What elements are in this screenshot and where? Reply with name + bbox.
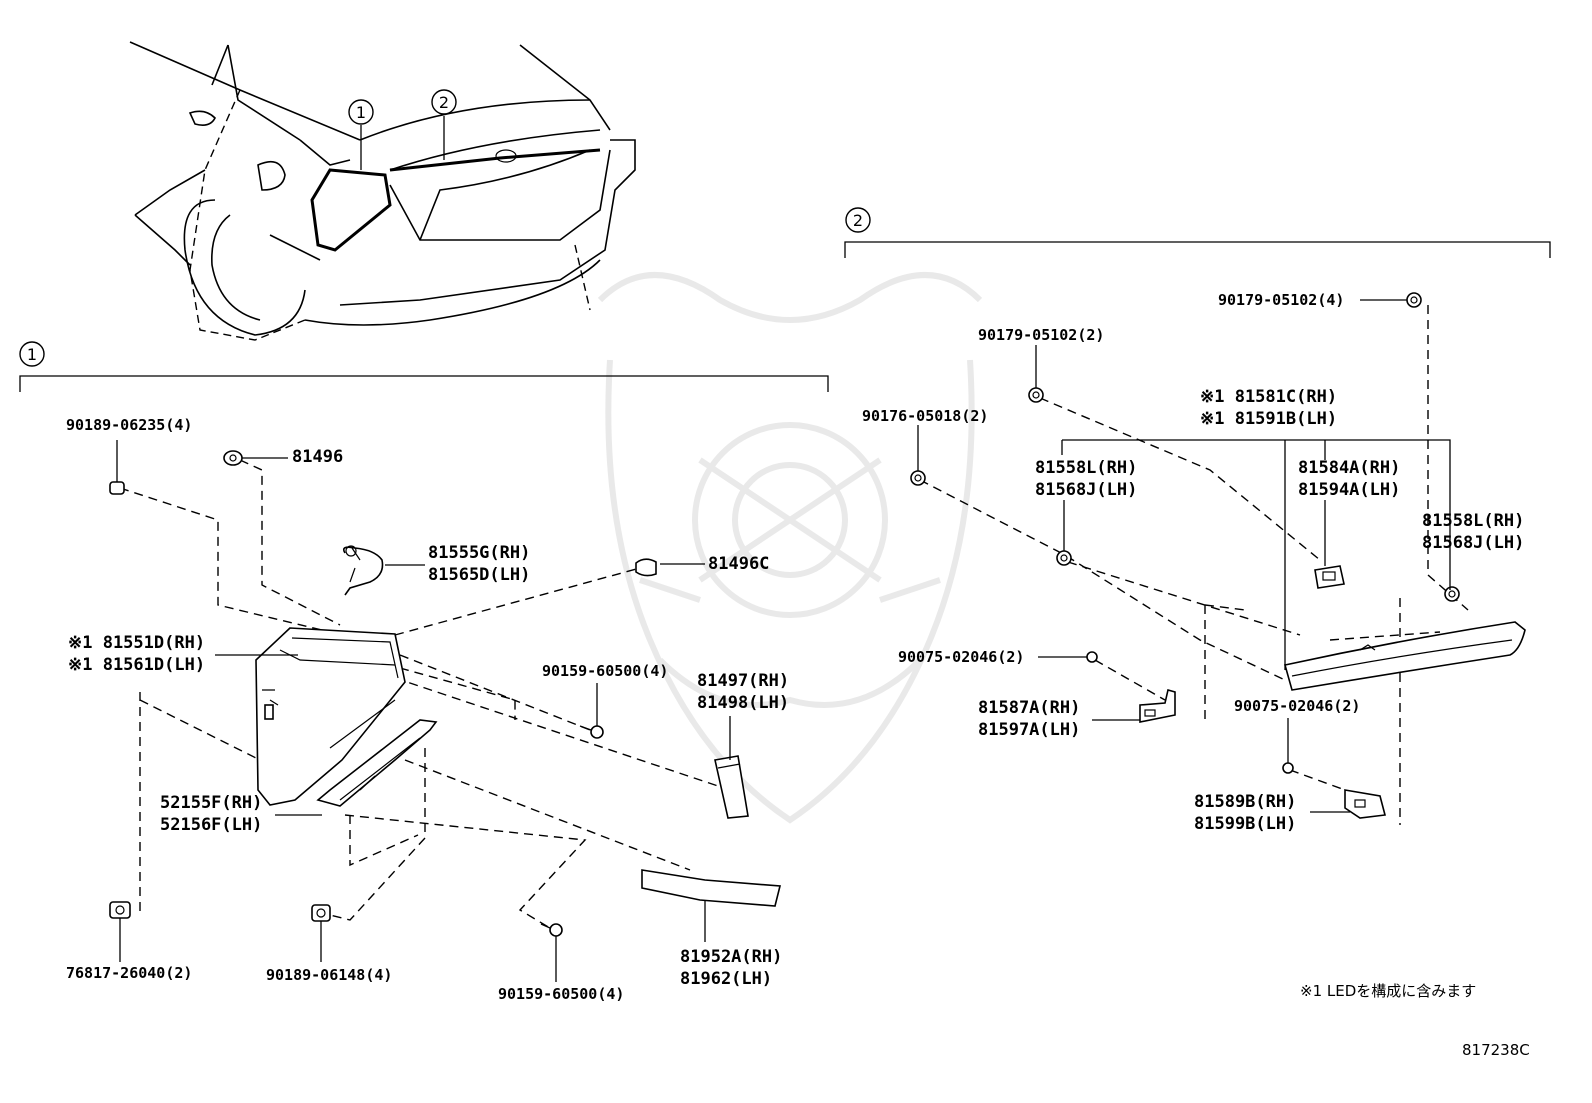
section-1-bracket (19, 375, 829, 392)
diagram-code: 817238C (1462, 1041, 1530, 1059)
label-81599B-lh: 81599B(LH) (1194, 814, 1296, 834)
label-81551D-rh: ※1 81551D(RH) (68, 633, 205, 653)
label-81962-lh: 81962(LH) (680, 969, 772, 989)
bracket-81587A (1139, 688, 1176, 723)
label-81568J-lh-right: 81568J(LH) (1422, 533, 1524, 553)
label-81594A-lh: 81594A(LH) (1298, 480, 1400, 500)
label-81584A-rh: 81584A(RH) (1298, 458, 1400, 478)
reflector-81952A (641, 869, 782, 907)
label-52155F-rh: 52155F(RH) (160, 793, 262, 813)
label-81496: 81496 (292, 447, 343, 467)
car-callout-2-number: 2 (439, 93, 449, 112)
bolt-90075-02046-right (1282, 762, 1294, 774)
bolt-90189-06235 (109, 470, 125, 495)
label-81558L-rh-right: 81558L(RH) (1422, 511, 1524, 531)
car-rear-illustration: 1 2 (129, 41, 636, 341)
car-callout-2 (431, 89, 457, 115)
car-callout-1-number: 1 (356, 103, 366, 122)
clip-90189-06148 (311, 904, 331, 922)
label-81568J-lh-left: 81568J(LH) (1035, 480, 1137, 500)
label-90189-06235: 90189-06235(4) (66, 416, 192, 434)
bolt-90075-02046-left (1086, 651, 1098, 663)
section-1-marker (19, 341, 45, 367)
section-2-bracket (844, 241, 1551, 258)
tail-lamp-81551D (255, 627, 406, 806)
clip-81496 (223, 450, 243, 466)
car-garnish-strip (389, 148, 601, 172)
label-90159-60500-top: 90159-60500(4) (542, 662, 668, 680)
screw-90159-60500-top (579, 725, 604, 739)
nut-90179-05102-left (1028, 387, 1044, 403)
label-90075-02046-left: 90075-02046(2) (898, 648, 1024, 666)
car-callout-1 (348, 99, 374, 125)
label-76817-26040: 76817-26040(2) (66, 964, 192, 982)
section-2-marker (845, 207, 871, 233)
watermark-emblem (597, 272, 983, 824)
label-81498-lh: 81498(LH) (697, 693, 789, 713)
nut-90179-05102-right (1406, 292, 1422, 308)
label-81558L-rh-left: 81558L(RH) (1035, 458, 1137, 478)
section-1: 1 (19, 341, 829, 1003)
nut-81558L-left (1056, 550, 1072, 566)
label-81597A-lh: 81597A(LH) (978, 720, 1080, 740)
label-81587A-rh: 81587A(RH) (978, 698, 1080, 718)
bracket-81589B (1344, 789, 1387, 819)
label-81555G-rh: 81555G(RH) (428, 543, 530, 563)
section-1-number: 1 (27, 345, 37, 364)
wire-harness-81555 (342, 545, 384, 596)
car-tail-lamp-outline (310, 168, 392, 252)
label-90159-60500-bottom: 90159-60500(4) (498, 985, 624, 1003)
pad-81584A (1314, 565, 1345, 589)
label-81561D-lh: ※1 81561D(LH) (68, 655, 205, 675)
cover-81497 (714, 755, 749, 819)
footnote-led: ※1 LEDを構成に含みます (1300, 982, 1476, 1000)
label-52156F-lh: 52156F(LH) (160, 815, 262, 835)
nut-81558L-right (1444, 586, 1460, 602)
label-81565D-lh: 81565D(LH) (428, 565, 530, 585)
label-90189-06148: 90189-06148(4) (266, 966, 392, 984)
screw-90159-60500-bottom (540, 923, 563, 937)
label-81581C-rh: ※1 81581C(RH) (1200, 387, 1337, 407)
section-2-number: 2 (853, 211, 863, 230)
label-90176-05018: 90176-05018(2) (862, 407, 988, 425)
label-81591B-lh: ※1 81591B(LH) (1200, 409, 1337, 429)
label-90075-02046-right: 90075-02046(2) (1234, 697, 1360, 715)
clip-76817-26040 (109, 901, 131, 919)
nut-90176-05018 (910, 470, 926, 486)
label-90179-05102-right: 90179-05102(4) (1218, 291, 1344, 309)
clip-81496C (635, 558, 657, 577)
section-2: 2 (844, 207, 1551, 834)
bracket-52155F (316, 719, 438, 807)
label-90179-05102-left: 90179-05102(2) (978, 326, 1104, 344)
label-81497-rh: 81497(RH) (697, 671, 789, 691)
garnish-81581C (1284, 621, 1526, 691)
label-81952A-rh: 81952A(RH) (680, 947, 782, 967)
label-81496C: 81496C (708, 554, 769, 574)
label-81589B-rh: 81589B(RH) (1194, 792, 1296, 812)
